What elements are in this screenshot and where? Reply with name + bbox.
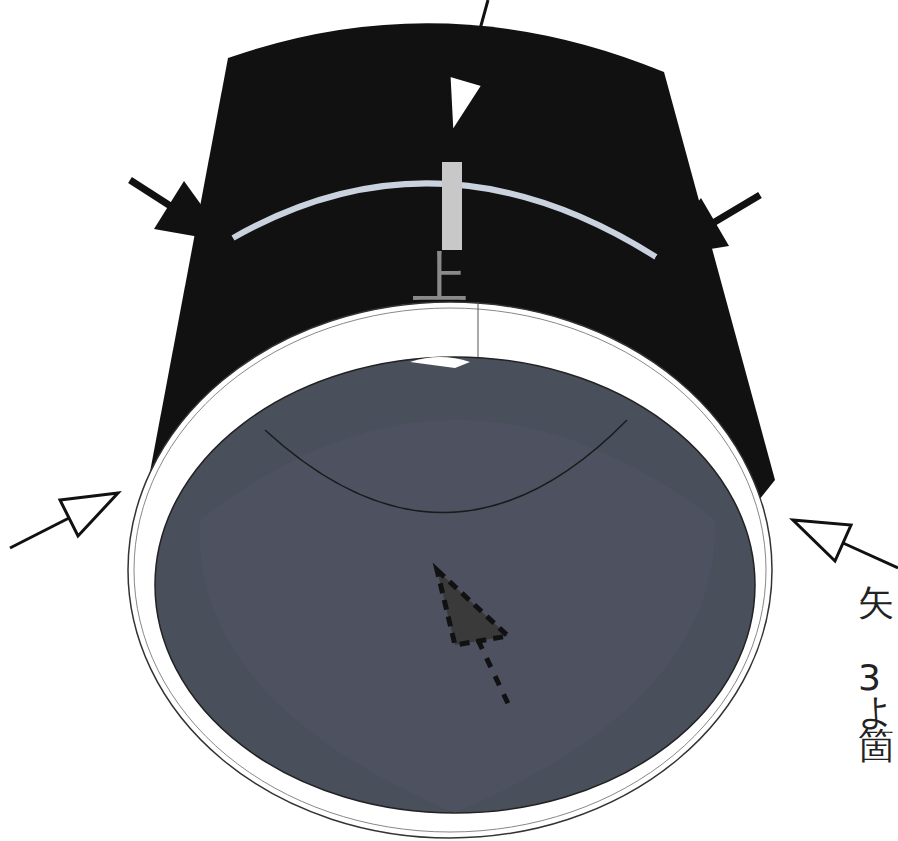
interior-joint-line <box>265 420 627 513</box>
alignment-mark <box>442 162 462 250</box>
note-text: 3 <box>858 660 881 696</box>
seam-line <box>478 302 479 357</box>
pointer-head <box>154 181 228 242</box>
pointer-head <box>449 75 483 133</box>
pointer-head <box>793 520 851 561</box>
interior-shade <box>200 420 715 813</box>
pointer-head <box>655 198 729 258</box>
dashed-arrow-head <box>437 570 508 645</box>
direction-mark: 上 <box>412 250 468 306</box>
note-text: 箇 <box>858 728 894 764</box>
pointer-shaft <box>843 543 898 568</box>
note-text: 矢 <box>858 585 894 621</box>
note-text: よ <box>858 694 895 730</box>
dashed-arrow-shaft <box>478 640 512 712</box>
ring-edge <box>134 308 766 832</box>
pointer-shaft <box>713 195 760 223</box>
pointer-shaft <box>466 0 488 80</box>
pipe-interior <box>155 357 755 813</box>
pointer-shaft <box>10 518 69 548</box>
interior-highlight <box>410 357 470 368</box>
pointer-head <box>60 493 118 536</box>
pointer-shaft <box>130 180 172 207</box>
pipe-end-ring <box>128 302 772 838</box>
